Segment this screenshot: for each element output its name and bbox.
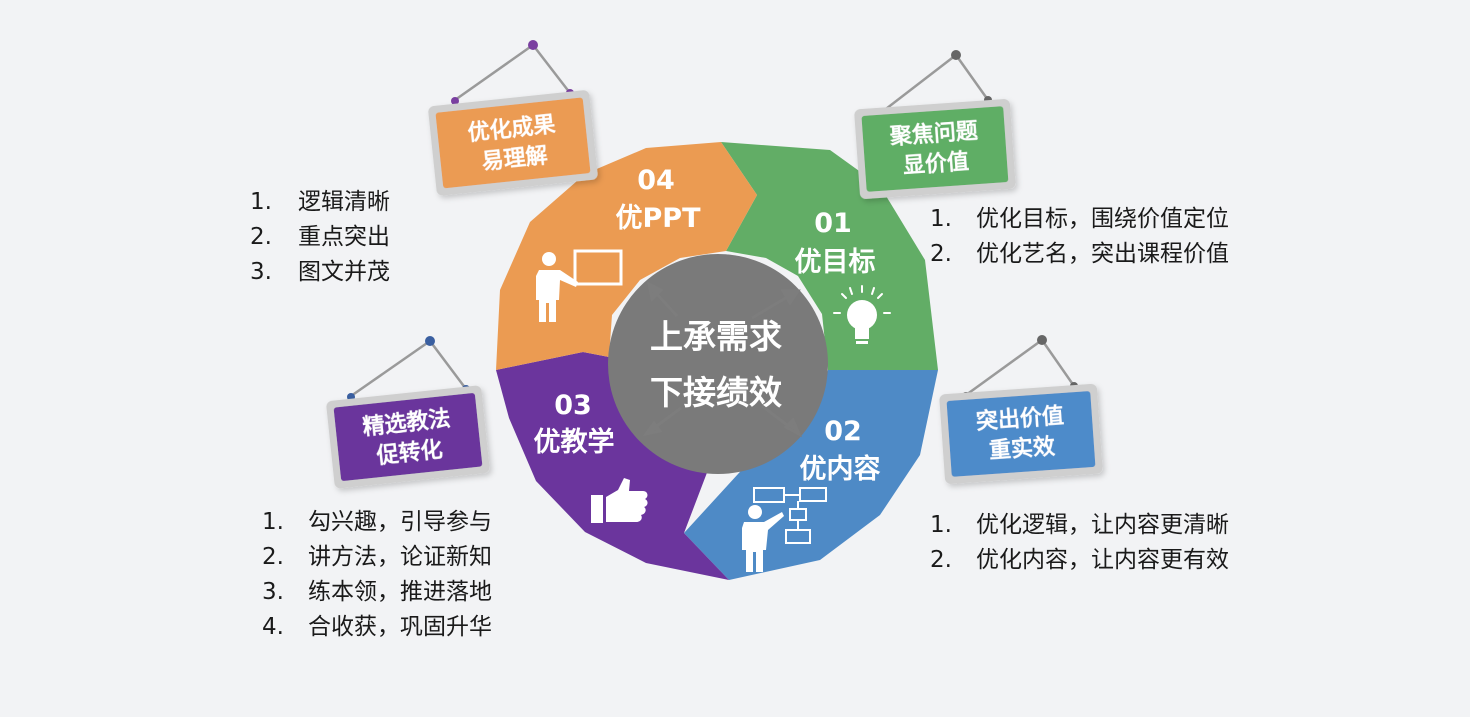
sign-01: 聚焦问题 显价值 xyxy=(854,50,1016,199)
segment-04-number: 04 xyxy=(637,165,675,196)
list-segment-02: 1.优化逻辑，让内容更清晰 2.优化内容，让内容更有效 xyxy=(930,508,1229,578)
arrow-to-01 xyxy=(751,294,790,320)
list-item: 2.优化艺名，突出课程价值 xyxy=(930,241,1229,267)
arrow-to-04 xyxy=(653,290,679,318)
sign-02-line-1: 突出价值 xyxy=(975,403,1065,435)
segment-03-title: 优教学 xyxy=(534,426,615,458)
sign-02-line-2: 重实效 xyxy=(988,434,1056,465)
center-line-2: 下接绩效 xyxy=(650,373,782,412)
person-flowchart-icon xyxy=(742,487,827,572)
list-item: 3.练本领，推进落地 xyxy=(262,579,492,605)
list-item: 1.优化逻辑，让内容更清晰 xyxy=(930,512,1229,538)
center-circle xyxy=(608,254,828,474)
sign-04: 优化成果 易理解 xyxy=(428,40,598,196)
sign-01-pin xyxy=(951,50,961,60)
list-item: 1.勾兴趣，引导参与 xyxy=(262,509,492,535)
segment-01-title: 优目标 xyxy=(795,247,876,278)
sign-04-pin xyxy=(528,40,538,50)
sign-02-pin xyxy=(1037,335,1047,345)
list-segment-01: 1.优化目标，围绕价值定位 2.优化艺名，突出课程价值 xyxy=(930,202,1229,272)
sign-03: 精选教法 促转化 xyxy=(326,336,490,489)
list-item: 2.重点突出 xyxy=(250,224,390,250)
center-line-1: 上承需求 xyxy=(650,317,782,356)
arrow-head-03 xyxy=(642,420,663,437)
list-item: 1.优化目标，围绕价值定位 xyxy=(930,206,1229,232)
sign-01-line-2: 显价值 xyxy=(902,149,970,180)
list-item: 3.图文并茂 xyxy=(250,259,390,285)
segment-03 xyxy=(496,352,729,580)
list-segment-03: 1.勾兴趣，引导参与 2.讲方法，论证新知 3.练本领，推进落地 4.合收获，巩… xyxy=(262,505,492,645)
list-item: 1.逻辑清晰 xyxy=(250,189,390,215)
arrow-head-04 xyxy=(646,281,664,303)
lightbulb-icon xyxy=(833,285,891,344)
arrow-to-02 xyxy=(761,404,792,430)
segment-03-number: 03 xyxy=(554,390,592,421)
presenter-board-icon xyxy=(536,249,623,322)
sign-02: 突出价值 重实效 xyxy=(939,335,1103,484)
segment-04-title: 优PPT xyxy=(616,203,702,234)
list-item: 2.讲方法，论证新知 xyxy=(262,544,492,570)
arrow-to-03 xyxy=(653,406,682,430)
thumbs-up-icon xyxy=(591,478,648,523)
segment-01-number: 01 xyxy=(814,208,852,239)
segment-04 xyxy=(496,142,757,370)
segment-02-title: 优内容 xyxy=(800,453,881,485)
list-item: 2.优化内容，让内容更有效 xyxy=(930,547,1229,573)
list-item: 4.合收获，巩固升华 xyxy=(262,614,492,640)
segment-02-number: 02 xyxy=(824,416,862,447)
sign-01-line-1: 聚焦问题 xyxy=(888,118,980,150)
arrow-head-01 xyxy=(780,289,801,306)
arrow-head-02 xyxy=(783,417,803,438)
sign-03-pin xyxy=(425,336,435,346)
list-segment-04: 1.逻辑清晰 2.重点突出 3.图文并茂 xyxy=(250,185,390,290)
center-arrows xyxy=(642,281,803,438)
